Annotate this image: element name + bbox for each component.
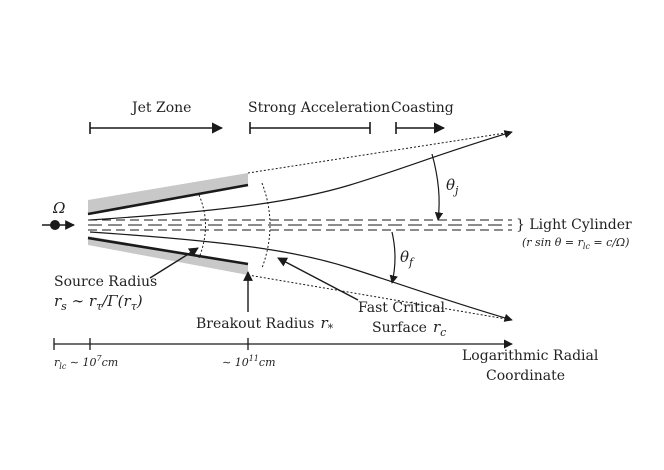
omega-symbol: Ω [52, 199, 65, 217]
source-radius-equation: rs ∼ rτ/Γ(rτ) [54, 292, 143, 313]
fast-critical-pointer [277, 257, 359, 301]
theta-j-symbol: θj [446, 176, 459, 197]
axis-tick-2-label: ∼ 1011cm [222, 354, 276, 369]
upper-wall [88, 173, 248, 215]
source-radius-label: Source Radius [54, 274, 157, 290]
theta-j-arc [431, 153, 444, 221]
theta-f-symbol: θf [400, 248, 415, 269]
jet-zone-label: Jet Zone [130, 100, 191, 116]
axis-title-line1: Logarithmic Radial [462, 348, 599, 364]
upper-wall-edge [87, 183, 249, 216]
strong-acceleration-label: Strong Acceleration [248, 100, 390, 116]
lower-streamline [89, 231, 513, 322]
source-radius-surface [198, 194, 206, 259]
source-radius-pointer [149, 247, 199, 279]
axis-tick-1-label: rlc ∼ 107cm [54, 354, 118, 371]
dotted-cone [247, 131, 513, 321]
lower-wall-edge [87, 236, 249, 266]
zone-arrows [89, 122, 446, 134]
theta-f-arc [389, 231, 398, 284]
coasting-label: Coasting [391, 100, 454, 116]
light-cylinder-equation: (r sin θ = rlc = c/Ω) [522, 236, 629, 251]
fast-critical-surface [261, 182, 271, 269]
upper-streamline [89, 130, 513, 221]
light-cylinder-label: } Light Cylinder [516, 217, 632, 233]
axis-title-line2: Coordinate [486, 368, 565, 384]
fast-critical-label-line1: Fast Critical [358, 300, 446, 316]
